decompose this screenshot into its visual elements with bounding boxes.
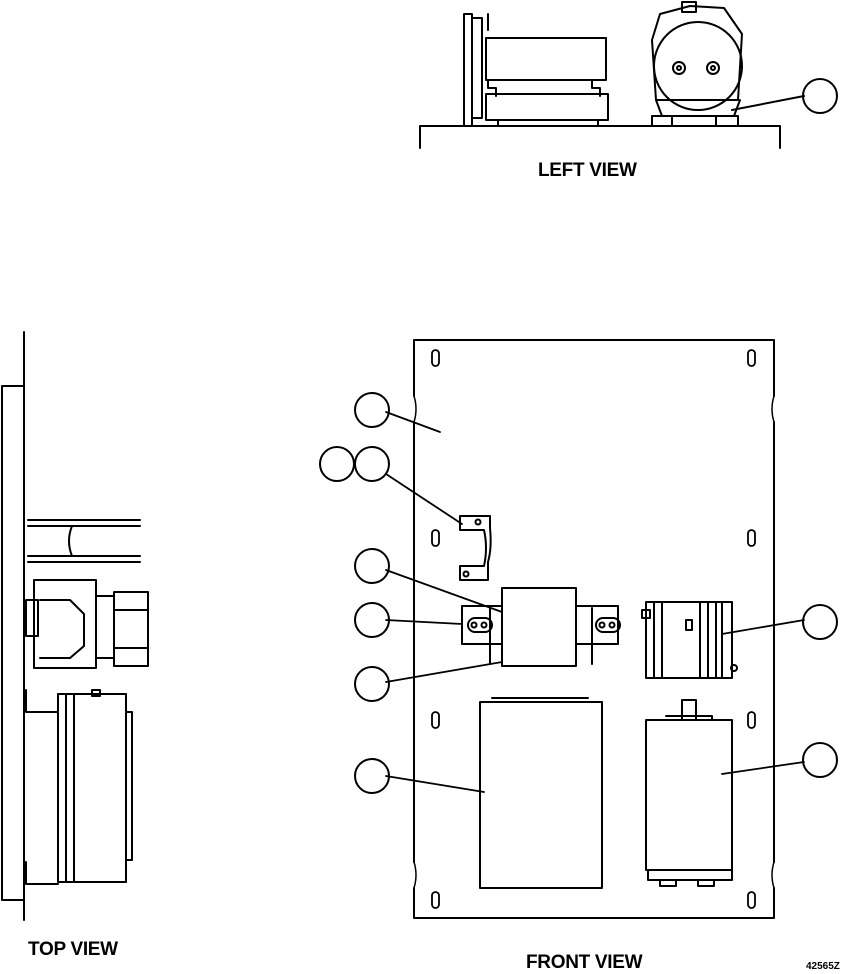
top-view-transformer bbox=[25, 689, 133, 885]
front-view-relay bbox=[461, 587, 621, 667]
callout-bubble bbox=[802, 604, 838, 640]
callout-bubble bbox=[802, 742, 838, 778]
leader-lines bbox=[385, 411, 805, 793]
top-view-relay bbox=[25, 579, 149, 669]
callout-bubble bbox=[354, 758, 390, 794]
left-view-callout-bubble bbox=[802, 78, 838, 114]
callout-bubble bbox=[319, 446, 355, 482]
callout-bubble bbox=[354, 392, 390, 428]
left-view-panel-edge bbox=[419, 125, 781, 149]
front-view-panel bbox=[413, 339, 775, 919]
front-view-transformer bbox=[479, 697, 603, 889]
top-view bbox=[1, 331, 149, 921]
left-view-relay bbox=[463, 13, 609, 127]
front-view bbox=[319, 339, 838, 919]
callout-bubble bbox=[354, 666, 390, 702]
left-view-title: LEFT VIEW bbox=[538, 160, 637, 181]
left-view bbox=[419, 1, 838, 149]
callout-bubble bbox=[354, 446, 390, 482]
mounting-slots bbox=[431, 349, 756, 909]
front-view-bracket bbox=[459, 515, 492, 581]
callout-bubble bbox=[354, 602, 390, 638]
figure-code: 42565Z bbox=[806, 961, 840, 972]
front-view-capacitor bbox=[645, 699, 733, 887]
front-view-terminal-block bbox=[641, 601, 738, 679]
callout-bubbles bbox=[319, 392, 838, 794]
top-view-panel bbox=[1, 331, 25, 921]
top-view-title: TOP VIEW bbox=[28, 939, 118, 960]
callout-bubble bbox=[354, 548, 390, 584]
front-view-title: FRONT VIEW bbox=[526, 952, 643, 973]
left-view-leader bbox=[731, 95, 805, 111]
top-view-bracket bbox=[27, 519, 141, 563]
left-view-capacitor bbox=[651, 1, 743, 127]
